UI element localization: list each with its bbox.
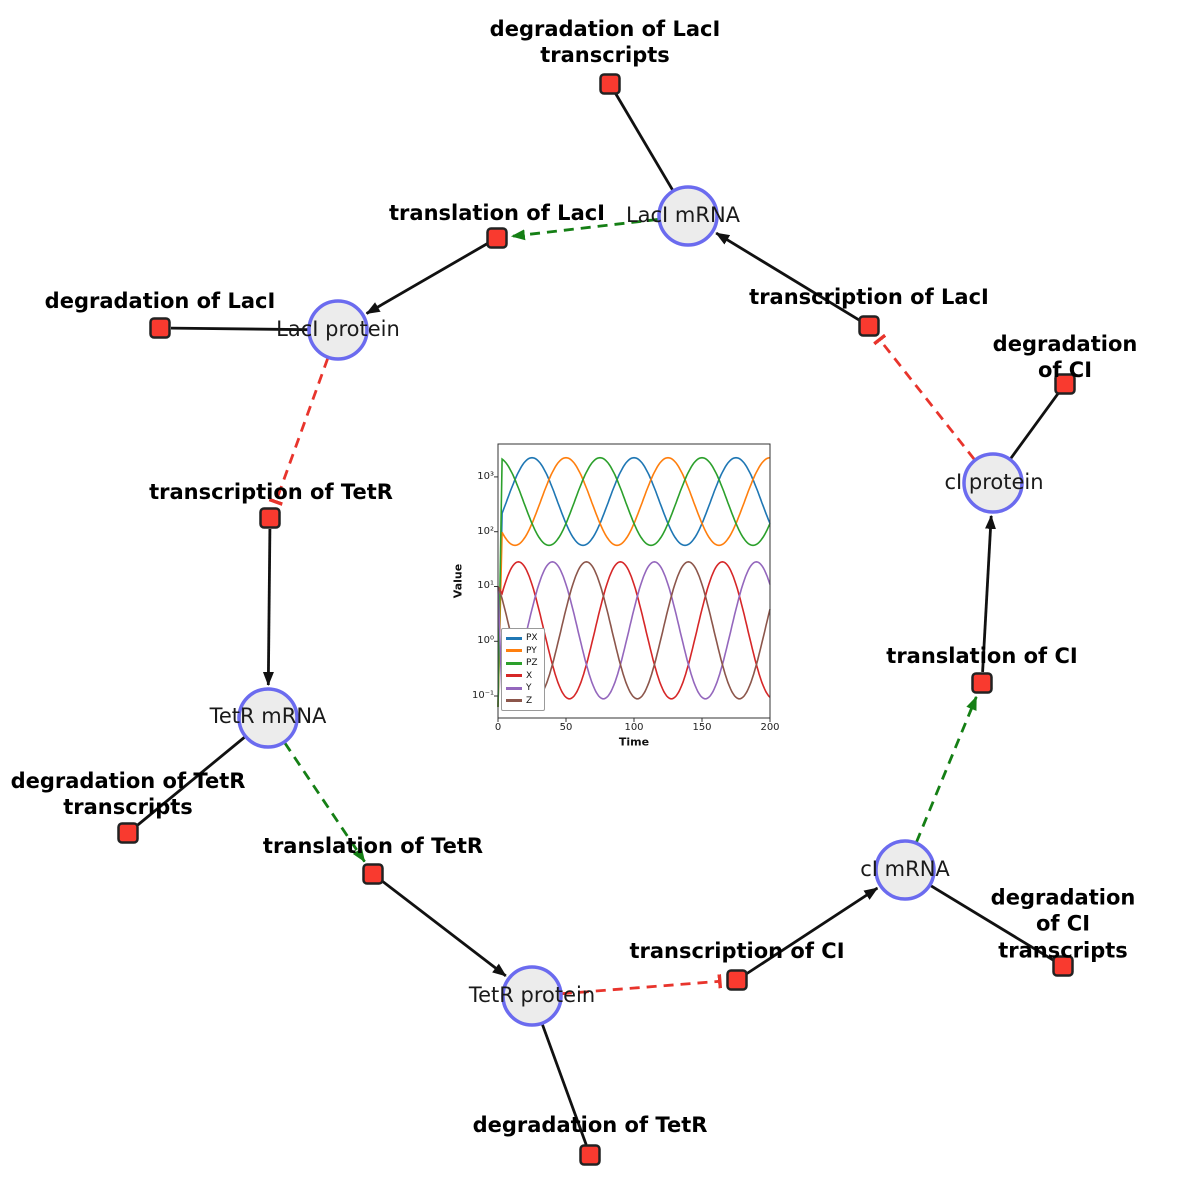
reaction-label-degradation-tetr: degradation of TetR [472,1112,708,1137]
edge-transcription-ci-product [745,886,879,976]
chart-x-axis-label: Time [618,735,650,749]
legend-entry-z: Z [506,695,538,708]
reaction-node-degradation-laci[interactable] [149,317,171,339]
edge-ci-mrna-activates-translation [915,695,978,843]
x-tick-label: 200 [760,722,780,733]
legend-swatch-x [506,674,522,678]
reaction-label-translation-tetr: translation of TetR [262,833,484,858]
x-tick-label: 100 [624,722,644,733]
species-label-laci-mrna: LacI mRNA [625,203,741,227]
species-node-tetr-mrna[interactable] [237,687,299,749]
legend-name: PX [526,633,538,644]
edge-degradation-laci-transcripts [614,92,674,191]
legend-entry-py: PY [506,645,538,658]
y-tick-label: 10¹ [477,580,494,591]
x-tick-label: 0 [494,722,502,733]
edge-degradation-tetr-transcripts [135,735,246,828]
x-tick-label: 50 [559,722,573,733]
species-label-ci-mrna: cI mRNA [860,857,950,881]
legend-name: PY [526,645,537,656]
reaction-node-transcription-ci[interactable] [726,969,748,991]
reaction-label-translation-laci: translation of LacI [389,200,605,225]
reaction-node-degradation-tetr[interactable] [579,1144,601,1166]
edge-ci-protein-represses-laci [873,333,976,461]
reaction-label-translation-ci: translation of CI [886,643,1078,668]
species-label-ci-protein: cI protein [944,470,1044,494]
edge-degradation-laci [170,326,309,332]
reaction-label-transcription-tetr: transcription of TetR [149,479,393,504]
reaction-node-degradation-ci[interactable] [1054,373,1076,395]
edge-laci-mrna-activates-translation [510,218,659,241]
y-tick-label: 10³ [477,471,494,482]
edge-transcription-laci-product [715,231,861,322]
species-node-laci-mrna[interactable] [657,185,719,247]
edge-translation-laci-product [365,242,489,315]
species-label-laci-protein: LacI protein [276,317,400,341]
reaction-node-degradation-ci-transcripts[interactable] [1052,955,1074,977]
reaction-label-degradation-tetr-transcripts: degradation of TetR transcripts [10,768,246,819]
y-tick-label: 10² [477,526,494,537]
reaction-node-degradation-tetr-transcripts[interactable] [117,822,139,844]
reaction-node-translation-ci[interactable] [971,672,993,694]
species-label-tetr-mrna: TetR mRNA [209,704,327,728]
reaction-label-degradation-laci-transcripts: degradation of LacI transcripts [489,16,721,67]
edge-translation-ci-product [981,514,996,673]
edge-translation-tetr-product [380,879,507,978]
species-node-laci-protein[interactable] [307,299,369,361]
simulation-inset-chart: 10⁻¹ 10⁰ 10¹ 10² 10³ 0 50 100 150 200 Va… [448,430,796,770]
edge-tetr-mrna-activates-translation [283,742,366,863]
legend-entry-px: PX [506,632,538,645]
reaction-node-translation-tetr[interactable] [362,863,384,885]
reaction-node-transcription-laci[interactable] [858,315,880,337]
legend-swatch-px [506,636,522,640]
legend-name: Z [526,695,533,706]
edge-degradation-tetr [540,1023,588,1146]
reaction-label-degradation-ci-transcripts: degradation of CI transcripts [990,885,1136,963]
edge-degradation-ci [1009,392,1060,460]
y-tick-label: 10⁻¹ [471,690,494,701]
reaction-label-degradation-laci: degradation of LacI [44,288,276,313]
reaction-label-transcription-laci: transcription of LacI [749,284,989,309]
legend-name: Y [526,683,532,694]
legend-swatch-z [506,699,522,703]
edge-transcription-tetr-product [262,528,274,686]
legend-swatch-pz [506,661,522,665]
edge-degradation-ci-transcripts [929,884,1055,962]
species-label-tetr-protein: TetR protein [468,983,596,1007]
reaction-node-transcription-tetr[interactable] [259,507,281,529]
reaction-label-degradation-ci: degradation of CI [992,331,1138,382]
species-node-tetr-protein[interactable] [501,965,563,1027]
chart-y-axis-label: Value [451,563,465,599]
chart-plot-area [494,443,771,722]
legend-swatch-py [506,649,522,653]
x-tick-label: 150 [692,722,712,733]
chart-curves [497,456,771,708]
legend-entry-pz: PZ [506,657,538,670]
species-node-ci-mrna[interactable] [874,839,936,901]
reaction-node-degradation-laci-transcripts[interactable] [599,73,621,95]
species-node-ci-protein[interactable] [962,452,1024,514]
legend-entry-y: Y [506,682,538,695]
legend-swatch-y [506,686,522,690]
y-tick-label: 10⁰ [477,635,494,646]
legend-entry-x: X [506,670,538,683]
edge-laci-protein-represses-tetr [268,357,330,506]
legend-name: PZ [526,658,538,669]
edge-tetr-protein-represses-ci [561,974,723,996]
chart-legend: PX PY PZ X Y Z [501,628,545,711]
reaction-label-transcription-ci: transcription of CI [629,938,845,963]
legend-name: X [526,670,533,681]
reaction-node-translation-laci[interactable] [486,227,508,249]
